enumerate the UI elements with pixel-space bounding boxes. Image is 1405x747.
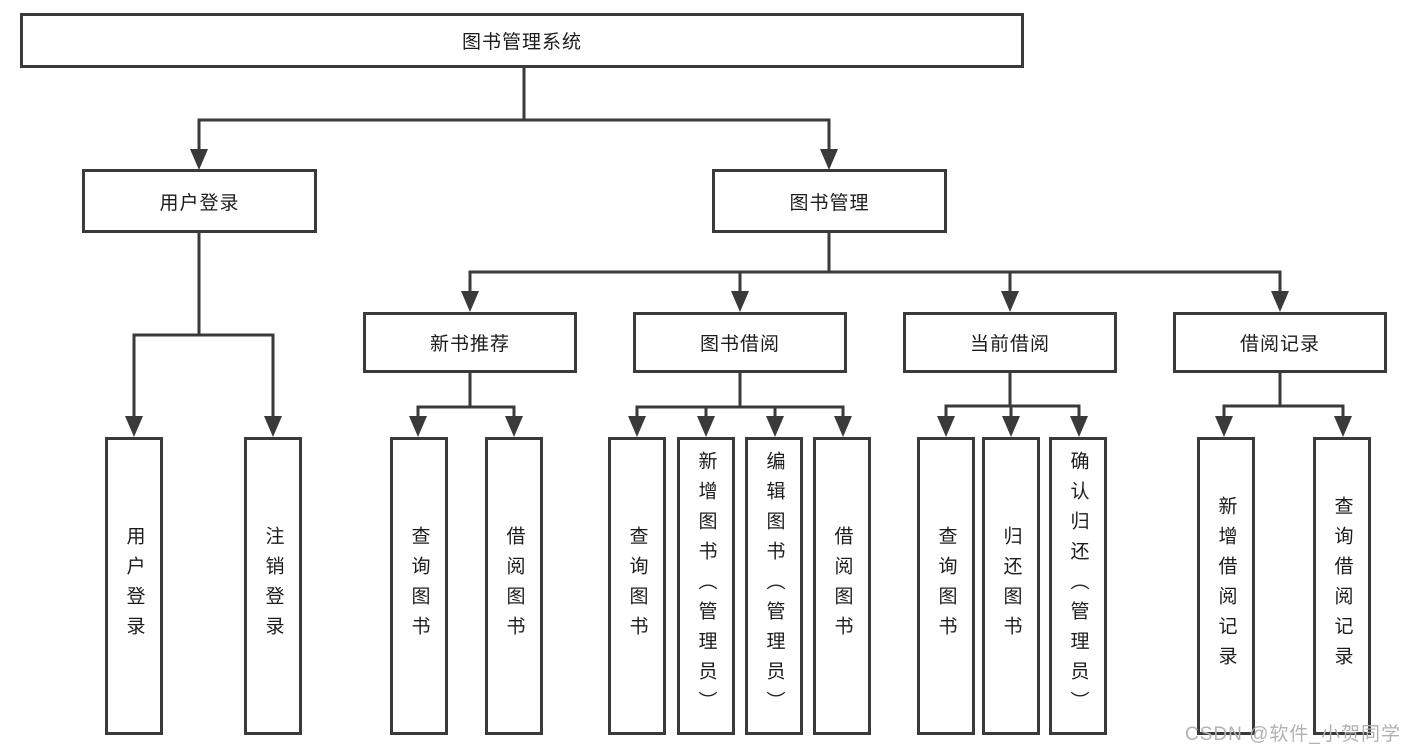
leaf-query-borrow-record-label: 查询借阅记录 [1331,496,1353,676]
leaf-borrow-books-recommend: 借阅图书 [485,437,543,735]
leaf-edit-book-admin-label: 编辑图书（管理员） [763,451,785,721]
leaf-return-books-label: 归还图书 [1000,526,1022,646]
node-user-login: 用户登录 [82,169,317,233]
leaf-add-borrow-record: 新增借阅记录 [1197,437,1255,735]
leaf-add-borrow-record-label: 新增借阅记录 [1215,496,1237,676]
node-book-borrowing-label: 图书借阅 [699,334,780,355]
watermark: CSDN @软件_小贺同学 [1185,724,1401,745]
leaf-query-books-recommend: 查询图书 [390,437,448,735]
leaf-add-book-admin-label: 新增图书（管理员） [695,451,717,721]
leaf-return-books: 归还图书 [982,437,1040,735]
leaf-query-books-recommend-label: 查询图书 [408,526,430,646]
leaf-logout: 注销登录 [244,437,302,735]
leaf-edit-book-admin: 编辑图书（管理员） [745,437,803,735]
node-borrowing-records-label: 借阅记录 [1239,334,1320,355]
leaf-borrow-books-borrowing-label: 借阅图书 [831,526,853,646]
node-root-label: 图书管理系统 [461,32,582,53]
node-root-system: 图书管理系统 [20,13,1024,68]
leaf-query-borrow-record: 查询借阅记录 [1313,437,1371,735]
leaf-confirm-return-admin-label: 确认归还（管理员） [1067,451,1089,721]
node-book-management-label: 图书管理 [789,192,870,214]
leaf-borrow-books-borrowing: 借阅图书 [813,437,871,735]
node-user-login-label: 用户登录 [159,192,240,214]
node-new-book-recommend: 新书推荐 [363,312,577,373]
leaf-add-book-admin: 新增图书（管理员） [677,437,735,735]
leaf-query-books-borrowing-label: 查询图书 [626,526,648,646]
node-borrowing-records: 借阅记录 [1173,312,1387,373]
leaf-user-login: 用户登录 [105,437,163,735]
leaf-confirm-return-admin: 确认归还（管理员） [1049,437,1107,735]
node-new-book-recommend-label: 新书推荐 [429,334,510,355]
node-book-management: 图书管理 [712,169,947,233]
leaf-borrow-books-recommend-label: 借阅图书 [503,526,525,646]
leaf-query-books-current-label: 查询图书 [935,526,957,646]
node-book-borrowing: 图书借阅 [633,312,847,373]
leaf-logout-label: 注销登录 [262,526,284,646]
node-current-borrowing: 当前借阅 [903,312,1117,373]
leaf-query-books-current: 查询图书 [917,437,975,735]
leaf-query-books-borrowing: 查询图书 [608,437,666,735]
node-current-borrowing-label: 当前借阅 [969,334,1050,355]
leaf-user-login-label: 用户登录 [123,526,145,646]
